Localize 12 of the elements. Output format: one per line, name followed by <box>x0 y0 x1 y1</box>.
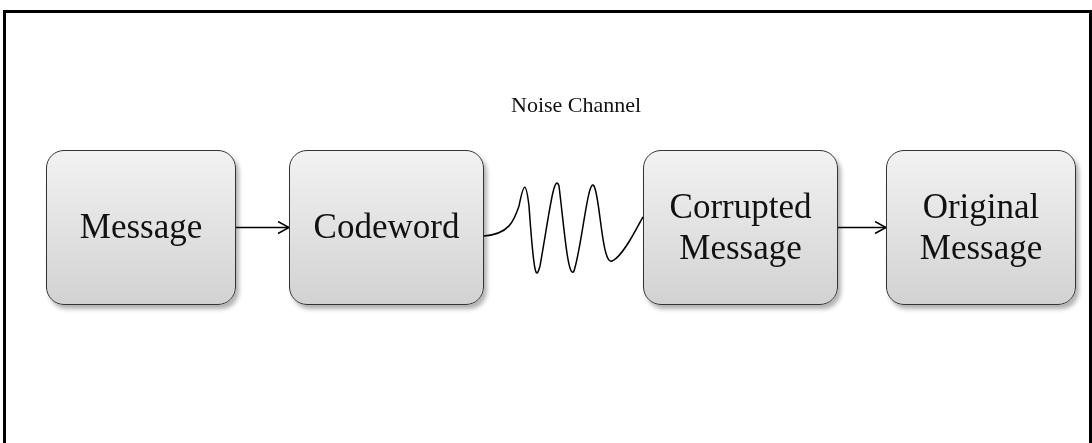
box-label: Original Message <box>918 187 1044 268</box>
process-box <box>46 150 236 305</box>
process-box <box>289 150 484 305</box>
process-box <box>886 150 1076 305</box>
box-label: Codeword <box>313 207 460 248</box>
channel-label: Noise Channel <box>511 92 642 118</box>
wavy-line <box>483 182 644 274</box>
arrow <box>235 220 290 235</box>
box-label: Corrupted Message <box>668 187 813 268</box>
box-label: Message <box>79 207 203 248</box>
process-box <box>643 150 838 305</box>
arrow <box>837 220 887 235</box>
